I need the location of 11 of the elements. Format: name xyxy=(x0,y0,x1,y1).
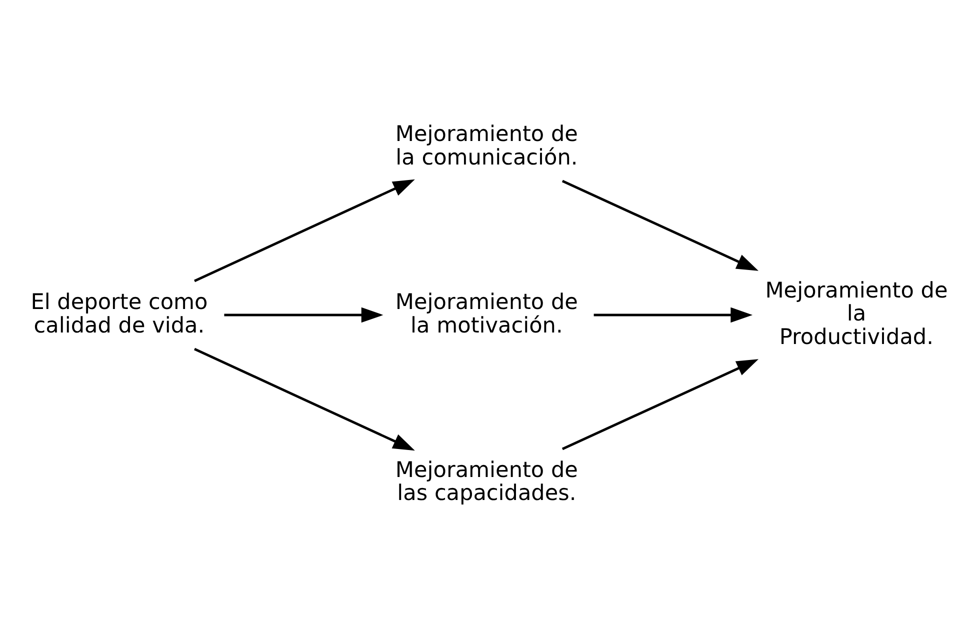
arrow xyxy=(224,307,384,323)
arrow xyxy=(194,348,415,451)
arrow xyxy=(194,179,415,282)
node-text: Mejoramiento de las capacidades. xyxy=(395,458,578,506)
arrow xyxy=(562,359,758,450)
node-text: Mejoramiento de la motivación. xyxy=(395,290,578,338)
node-text: El deporte como calidad de vida. xyxy=(30,290,208,338)
arrow xyxy=(594,307,753,323)
node-text: Mejoramiento de la comunicación. xyxy=(395,122,578,170)
node-text: Mejoramiento de la Productividad. xyxy=(765,278,948,350)
arrow xyxy=(562,180,758,271)
